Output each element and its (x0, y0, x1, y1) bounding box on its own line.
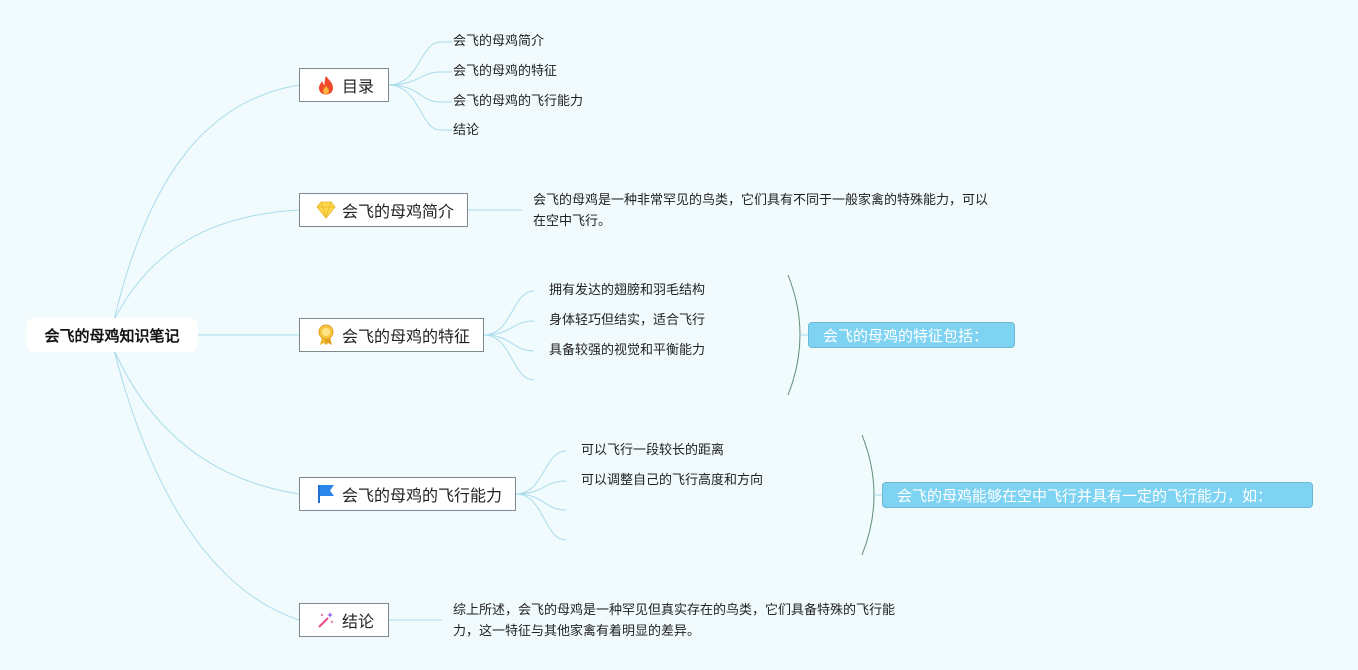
features-bracket (787, 274, 801, 396)
features-branch-4 (483, 334, 535, 381)
flight-branch-4 (515, 493, 567, 541)
conclusion-line-1: 综上所述，会飞的母鸡是一种罕见但真实存在的鸟类，它们具备特殊的飞行能 (453, 603, 896, 618)
topic-flight-label: 会飞的母鸡的飞行能力 (342, 486, 503, 505)
features-branch-1 (483, 290, 535, 336)
toc-item[interactable]: 结论 (453, 123, 480, 138)
toc-item[interactable]: 会飞的母鸡简介 (453, 34, 545, 49)
conclusion-text[interactable]: 综上所述，会飞的母鸡是一种罕见但真实存在的鸟类，它们具备特殊的飞行能 力，这一特… (453, 600, 953, 642)
features-summary[interactable]: 会飞的母鸡的特征包括： (808, 322, 1015, 348)
root-to-toc-line (113, 84, 300, 321)
feature-item[interactable]: 具备较强的视觉和平衡能力 (549, 343, 706, 358)
flight-branch-2 (515, 480, 567, 495)
topic-toc[interactable]: 目录 (299, 68, 389, 102)
flight-item[interactable]: 可以调整自己的飞行高度和方向 (581, 473, 764, 488)
intro-line-1: 会飞的母鸡是一种非常罕见的鸟类，它们具有不同于一般家禽的特殊能力，可以 (533, 193, 989, 208)
toc-branch-4 (387, 84, 452, 131)
feature-item[interactable]: 拥有发达的翅膀和羽毛结构 (549, 283, 706, 298)
toc-item[interactable]: 会飞的母鸡的飞行能力 (453, 94, 584, 109)
topic-conclusion-label: 结论 (342, 612, 375, 631)
intro-line-2: 在空中飞行。 (533, 214, 612, 229)
topic-features-label: 会飞的母鸡的特征 (342, 327, 471, 346)
flag-icon (316, 483, 336, 505)
flight-summary[interactable]: 会飞的母鸡能够在空中飞行并具有一定的飞行能力，如： (882, 482, 1313, 508)
topic-intro-label: 会飞的母鸡简介 (342, 202, 455, 221)
toc-branch-2 (387, 71, 452, 86)
central-topic-label: 会飞的母鸡知识笔记 (44, 326, 180, 345)
conclusion-line-2: 力，这一特征与其他家禽有着明显的差异。 (453, 624, 701, 639)
flight-branch-3 (515, 493, 567, 511)
root-to-intro-line (113, 209, 300, 321)
topic-intro[interactable]: 会飞的母鸡简介 (299, 193, 468, 227)
topic-features[interactable]: 会飞的母鸡的特征 (299, 318, 484, 352)
features-branch-3 (483, 334, 535, 352)
intro-text[interactable]: 会飞的母鸡是一种非常罕见的鸟类，它们具有不同于一般家禽的特殊能力，可以 在空中飞… (533, 190, 1033, 232)
toc-branch-1 (387, 41, 452, 86)
topic-conclusion[interactable]: 结论 (299, 603, 389, 637)
flight-summary-label: 会飞的母鸡能够在空中飞行并具有一定的飞行能力，如： (897, 486, 1273, 505)
fire-icon (316, 74, 336, 96)
flight-bracket (861, 434, 875, 556)
central-topic[interactable]: 会飞的母鸡知识笔记 (26, 318, 198, 352)
features-summary-label: 会飞的母鸡的特征包括： (823, 326, 989, 345)
medal-icon (316, 324, 336, 346)
root-to-conclusion-line (113, 349, 300, 621)
diamond-icon (316, 199, 336, 221)
feature-item[interactable]: 身体轻巧但结实，适合飞行 (549, 313, 706, 328)
magic-wand-icon (316, 609, 336, 631)
flight-item[interactable]: 可以飞行一段较长的距离 (581, 443, 725, 458)
features-branch-2 (483, 320, 535, 336)
topic-flight[interactable]: 会飞的母鸡的飞行能力 (299, 477, 516, 511)
topic-toc-label: 目录 (342, 77, 375, 96)
toc-item[interactable]: 会飞的母鸡的特征 (453, 64, 558, 79)
root-to-flight-line (113, 349, 300, 495)
flight-branch-1 (515, 450, 567, 495)
toc-branch-3 (387, 84, 452, 103)
